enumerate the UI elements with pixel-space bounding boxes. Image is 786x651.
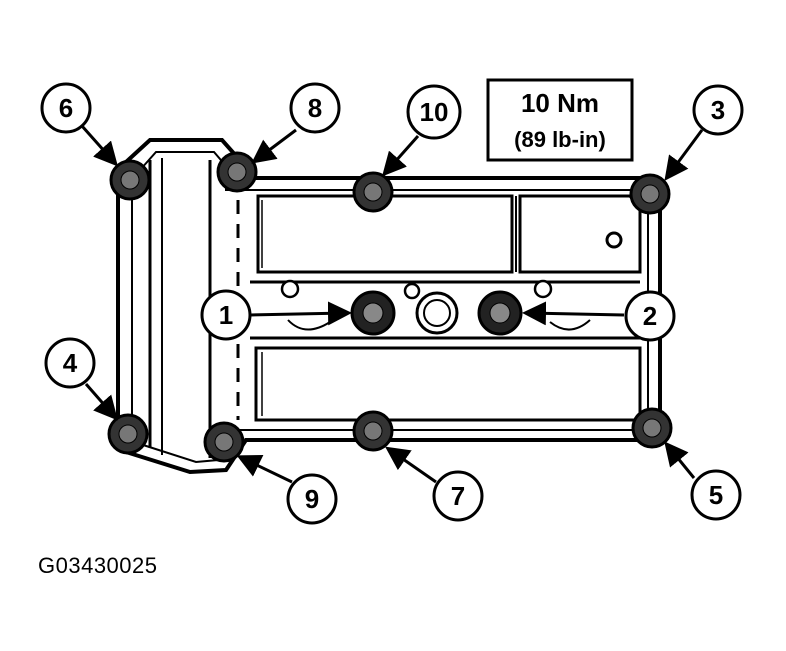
bolts: [107, 151, 673, 463]
callout-10: 10: [406, 84, 462, 140]
callout-4: 4: [44, 337, 96, 389]
figure-id: G03430025: [38, 553, 158, 578]
svg-text:6: 6: [59, 93, 73, 123]
callout-8: 8: [289, 82, 341, 134]
bolt-8: [216, 151, 258, 193]
leader-lines: [80, 125, 704, 484]
svg-text:4: 4: [63, 348, 78, 378]
spark-plug-well: [415, 291, 459, 335]
torque-spec-nm: 10 Nm: [521, 88, 599, 118]
callout-1: 1: [200, 289, 252, 341]
callout-3: 3: [692, 84, 744, 136]
svg-text:2: 2: [643, 301, 657, 331]
svg-text:7: 7: [451, 481, 465, 511]
bolt-1: [350, 290, 396, 336]
oil-fill-port: [605, 231, 623, 249]
svg-text:5: 5: [709, 480, 723, 510]
callout-6: 6: [40, 82, 92, 134]
svg-text:8: 8: [308, 93, 322, 123]
bolt-2: [477, 290, 523, 336]
svg-text:9: 9: [305, 484, 319, 514]
callout-2: 2: [624, 290, 676, 342]
bolt-6: [109, 159, 151, 201]
svg-text:3: 3: [711, 95, 725, 125]
svg-text:10: 10: [420, 97, 449, 127]
bolt-10: [352, 171, 394, 213]
small-fittings: [280, 279, 553, 300]
callout-9: 9: [286, 473, 338, 525]
bolt-9: [203, 421, 245, 463]
callout-7: 7: [432, 470, 484, 522]
torque-spec-lbin: (89 lb-in): [514, 127, 606, 152]
svg-text:1: 1: [219, 300, 233, 330]
callout-5: 5: [690, 469, 742, 521]
torque-spec-box: 10 Nm (89 lb-in): [486, 78, 634, 162]
bolt-7: [352, 410, 394, 452]
bolt-3: [629, 173, 671, 215]
bolt-4: [107, 413, 149, 455]
rotation-arrows: [287, 319, 591, 331]
bolt-5: [631, 407, 673, 449]
